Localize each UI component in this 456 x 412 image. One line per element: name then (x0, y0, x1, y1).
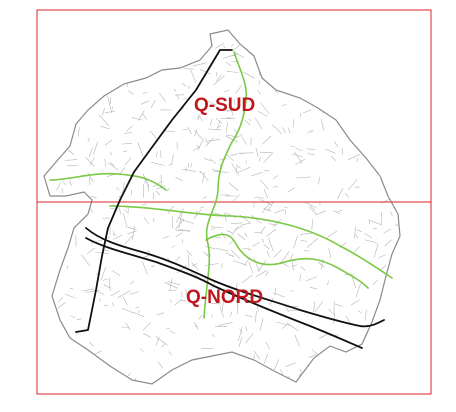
green-route-north (203, 51, 248, 319)
city-boundary (43, 29, 401, 385)
zone-label-q-sud: Q-SUD (194, 95, 255, 116)
green-route-west (49, 172, 167, 191)
black-routes (75, 49, 385, 349)
green-route-central (109, 205, 393, 279)
black-route-railway (85, 227, 385, 328)
black-route-railway-branch (85, 237, 363, 349)
zone-frame-q-nord (36, 201, 432, 395)
black-route-diagonal (75, 49, 233, 333)
green-route-bypass (205, 233, 369, 289)
zone-label-q-nord: Q-NORD (186, 287, 263, 308)
green-routes (49, 51, 393, 319)
